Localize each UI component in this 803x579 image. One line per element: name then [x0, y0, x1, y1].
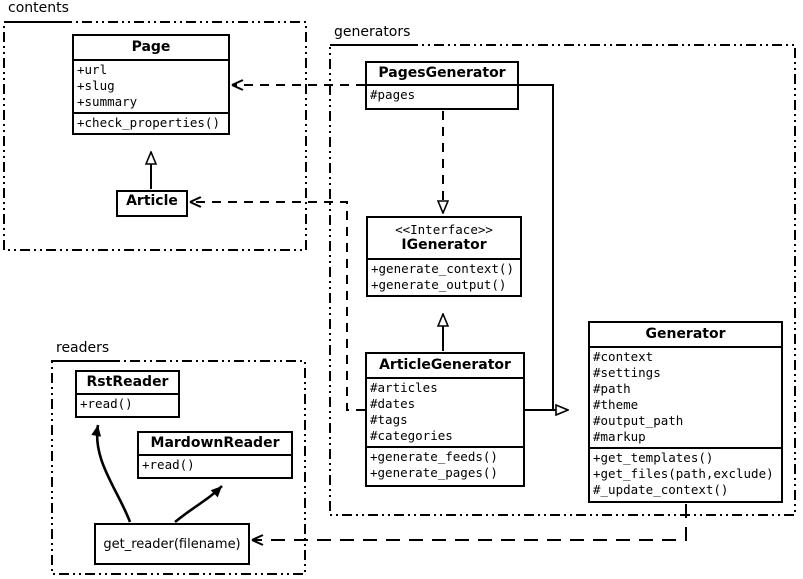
method-row: +get_templates(): [593, 450, 714, 465]
attribute-row: #context: [593, 349, 654, 364]
class-name-igenerator: <<Interface>> IGenerator: [368, 218, 520, 258]
method-row: +generate_pages(): [370, 465, 498, 480]
class-box-article[interactable]: Article: [116, 190, 188, 217]
method-row: +check_properties(): [77, 115, 220, 130]
link-pagesgenerator-to-generator: [519, 84, 568, 411]
method-row: +generate_context(): [371, 261, 514, 276]
class-box-articlegenerator[interactable]: ArticleGenerator #articles #dates #tags …: [365, 352, 525, 487]
attribute-row: #output_path: [593, 413, 684, 428]
class-methods-page: +check_properties(): [74, 112, 228, 133]
class-name-generator: Generator: [590, 323, 781, 346]
class-methods-articlegenerator: +generate_feeds() +generate_pages(): [367, 446, 523, 483]
method-row: +generate_feeds(): [370, 449, 498, 464]
class-name-rstreader: RstReader: [77, 372, 178, 393]
class-stereotype-igenerator: <<Interface>>: [395, 222, 493, 237]
method-row: +generate_output(): [371, 277, 507, 292]
method-row: #_update_context(): [593, 482, 729, 497]
attribute-row: #articles: [370, 380, 438, 395]
attribute-row: #path: [593, 381, 631, 396]
method-row: +read(): [142, 457, 195, 472]
method-row: +read(): [80, 396, 133, 411]
class-attributes-generator: #context #settings #path #theme #output_…: [590, 346, 781, 447]
attribute-row: #settings: [593, 365, 661, 380]
package-label-readers: readers: [54, 340, 112, 356]
class-name-article: Article: [118, 192, 186, 210]
class-name-pagesgenerator: PagesGenerator: [367, 63, 517, 84]
class-methods-rstreader: +read(): [77, 393, 178, 414]
class-box-mardownreader[interactable]: MardownReader +read(): [137, 431, 293, 479]
attribute-row: +slug: [77, 78, 115, 93]
link-get-reader-returns-rstreader: [91, 424, 132, 523]
class-attributes-articlegenerator: #articles #dates #tags #categories: [367, 377, 523, 446]
class-box-pagesgenerator[interactable]: PagesGenerator #pages: [365, 61, 519, 110]
attribute-row: #markup: [593, 429, 646, 444]
attribute-row: #theme: [593, 397, 639, 412]
package-label-contents: contents: [6, 0, 71, 16]
attribute-row: #pages: [370, 87, 416, 102]
attribute-row: +summary: [77, 94, 138, 109]
function-box-get-reader[interactable]: get_reader(filename): [94, 523, 250, 565]
method-row: +get_files(path,exclude): [593, 466, 774, 481]
attribute-row: #categories: [370, 428, 453, 443]
class-box-rstreader[interactable]: RstReader +read(): [75, 370, 180, 418]
class-methods-generator: +get_templates() +get_files(path,exclude…: [590, 447, 781, 500]
class-attributes-page: +url +slug +summary: [74, 59, 228, 112]
class-name-articlegenerator: ArticleGenerator: [367, 354, 523, 377]
link-generator-depends-get-reader: [252, 504, 687, 540]
class-name-page: Page: [74, 36, 228, 59]
class-title-igenerator: IGenerator: [401, 237, 487, 253]
class-box-page[interactable]: Page +url +slug +summary +check_properti…: [72, 34, 230, 135]
class-box-igenerator[interactable]: <<Interface>> IGenerator +generate_conte…: [366, 216, 522, 297]
link-get-reader-returns-mardownreader: [174, 485, 223, 524]
function-label-get-reader: get_reader(filename): [103, 536, 241, 552]
link-articlegenerator-depends-article: [190, 202, 365, 411]
attribute-row: #tags: [370, 412, 408, 427]
class-box-generator[interactable]: Generator #context #settings #path #them…: [588, 321, 783, 503]
package-label-generators: generators: [332, 24, 413, 40]
attribute-row: +url: [77, 62, 108, 77]
attribute-row: #dates: [370, 396, 416, 411]
class-methods-mardownreader: +read(): [139, 454, 291, 475]
class-attributes-pagesgenerator: #pages: [367, 84, 517, 105]
class-name-mardownreader: MardownReader: [139, 433, 291, 454]
class-methods-igenerator: +generate_context() +generate_output(): [368, 258, 520, 295]
